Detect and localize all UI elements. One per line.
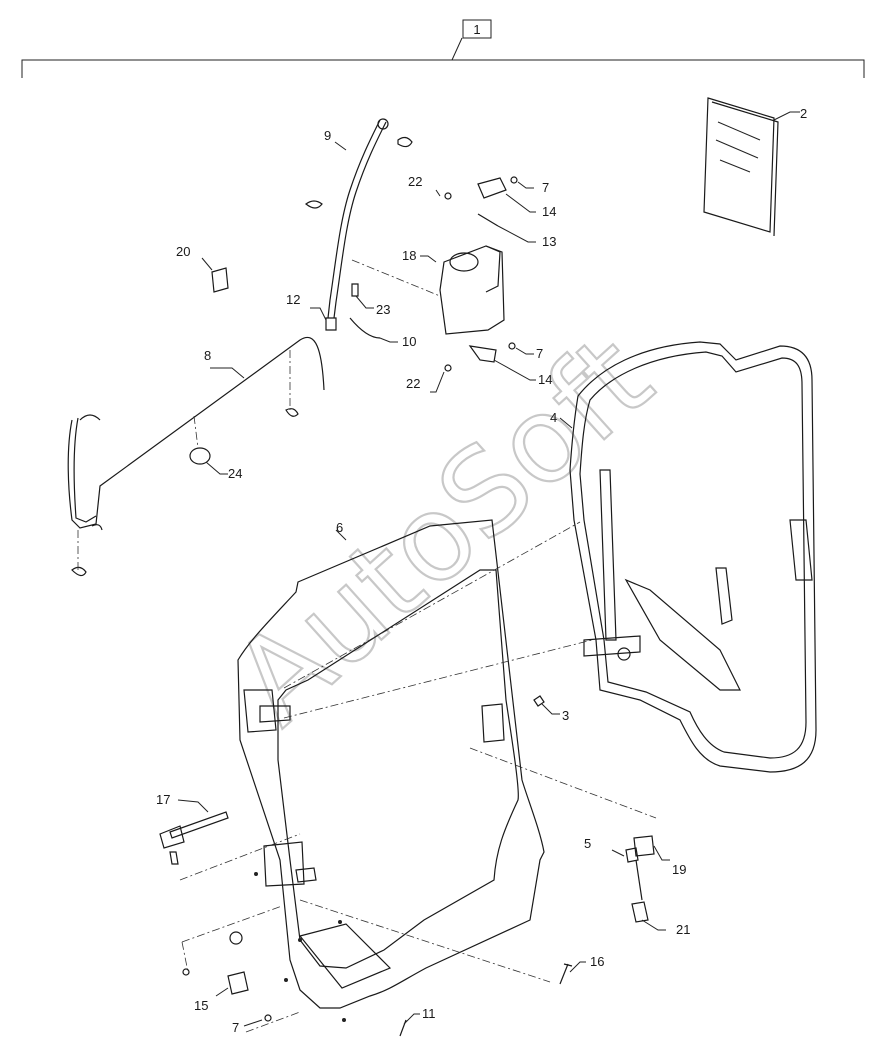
callout-24: 24	[228, 466, 242, 481]
callout-11: 11	[422, 1006, 436, 1021]
callout-7-middle: 7	[536, 346, 543, 361]
callout-22-upper: 22	[408, 174, 422, 189]
callout-23: 23	[376, 302, 390, 317]
callout-5: 5	[584, 836, 591, 851]
callout-15: 15	[194, 998, 208, 1013]
part-rod	[67, 337, 325, 577]
part-manual	[703, 97, 800, 237]
callout-17: 17	[156, 792, 170, 807]
callout-6: 6	[336, 520, 343, 535]
callout-16: 16	[590, 954, 604, 969]
callout-21: 21	[676, 922, 690, 937]
part-reservoir	[351, 245, 505, 335]
callout-20: 20	[176, 244, 190, 259]
part-block	[215, 971, 249, 997]
callout-9: 9	[324, 128, 331, 143]
callout-7-lower: 7	[232, 1020, 239, 1035]
part-screw	[533, 695, 560, 715]
part-frame	[237, 519, 545, 1022]
part-door	[559, 341, 817, 773]
part-fittings	[310, 283, 398, 343]
part-lower-bracket	[430, 342, 536, 393]
part-hose	[305, 118, 413, 319]
callout-18: 18	[402, 248, 416, 263]
part-upper-bracket	[435, 176, 536, 243]
part-bolt-16	[559, 961, 586, 985]
assembly-bracket: 1	[21, 19, 865, 78]
part-gas-spring	[159, 799, 229, 865]
connection-lines	[179, 521, 657, 1033]
part-fasteners-bottom	[182, 872, 420, 1037]
callout-4: 4	[550, 410, 557, 425]
assembly-label: 1	[473, 22, 480, 37]
callout-10: 10	[402, 334, 416, 349]
part-latch	[611, 835, 670, 931]
part-clip	[201, 257, 229, 293]
callout-8: 8	[204, 348, 211, 363]
callout-2: 2	[800, 106, 807, 121]
callout-14-lower: 14	[538, 372, 552, 387]
callout-3: 3	[562, 708, 569, 723]
callout-14-upper: 14	[542, 204, 556, 219]
part-oring	[189, 415, 228, 475]
callouts: 2 9 22 7 14 13 18 20 12 23 10 8 7 22 14 …	[156, 106, 807, 1035]
callout-13: 13	[542, 234, 556, 249]
callout-19: 19	[672, 862, 686, 877]
callout-22-lower: 22	[406, 376, 420, 391]
callout-12: 12	[286, 292, 300, 307]
callout-7-upper: 7	[542, 180, 549, 195]
